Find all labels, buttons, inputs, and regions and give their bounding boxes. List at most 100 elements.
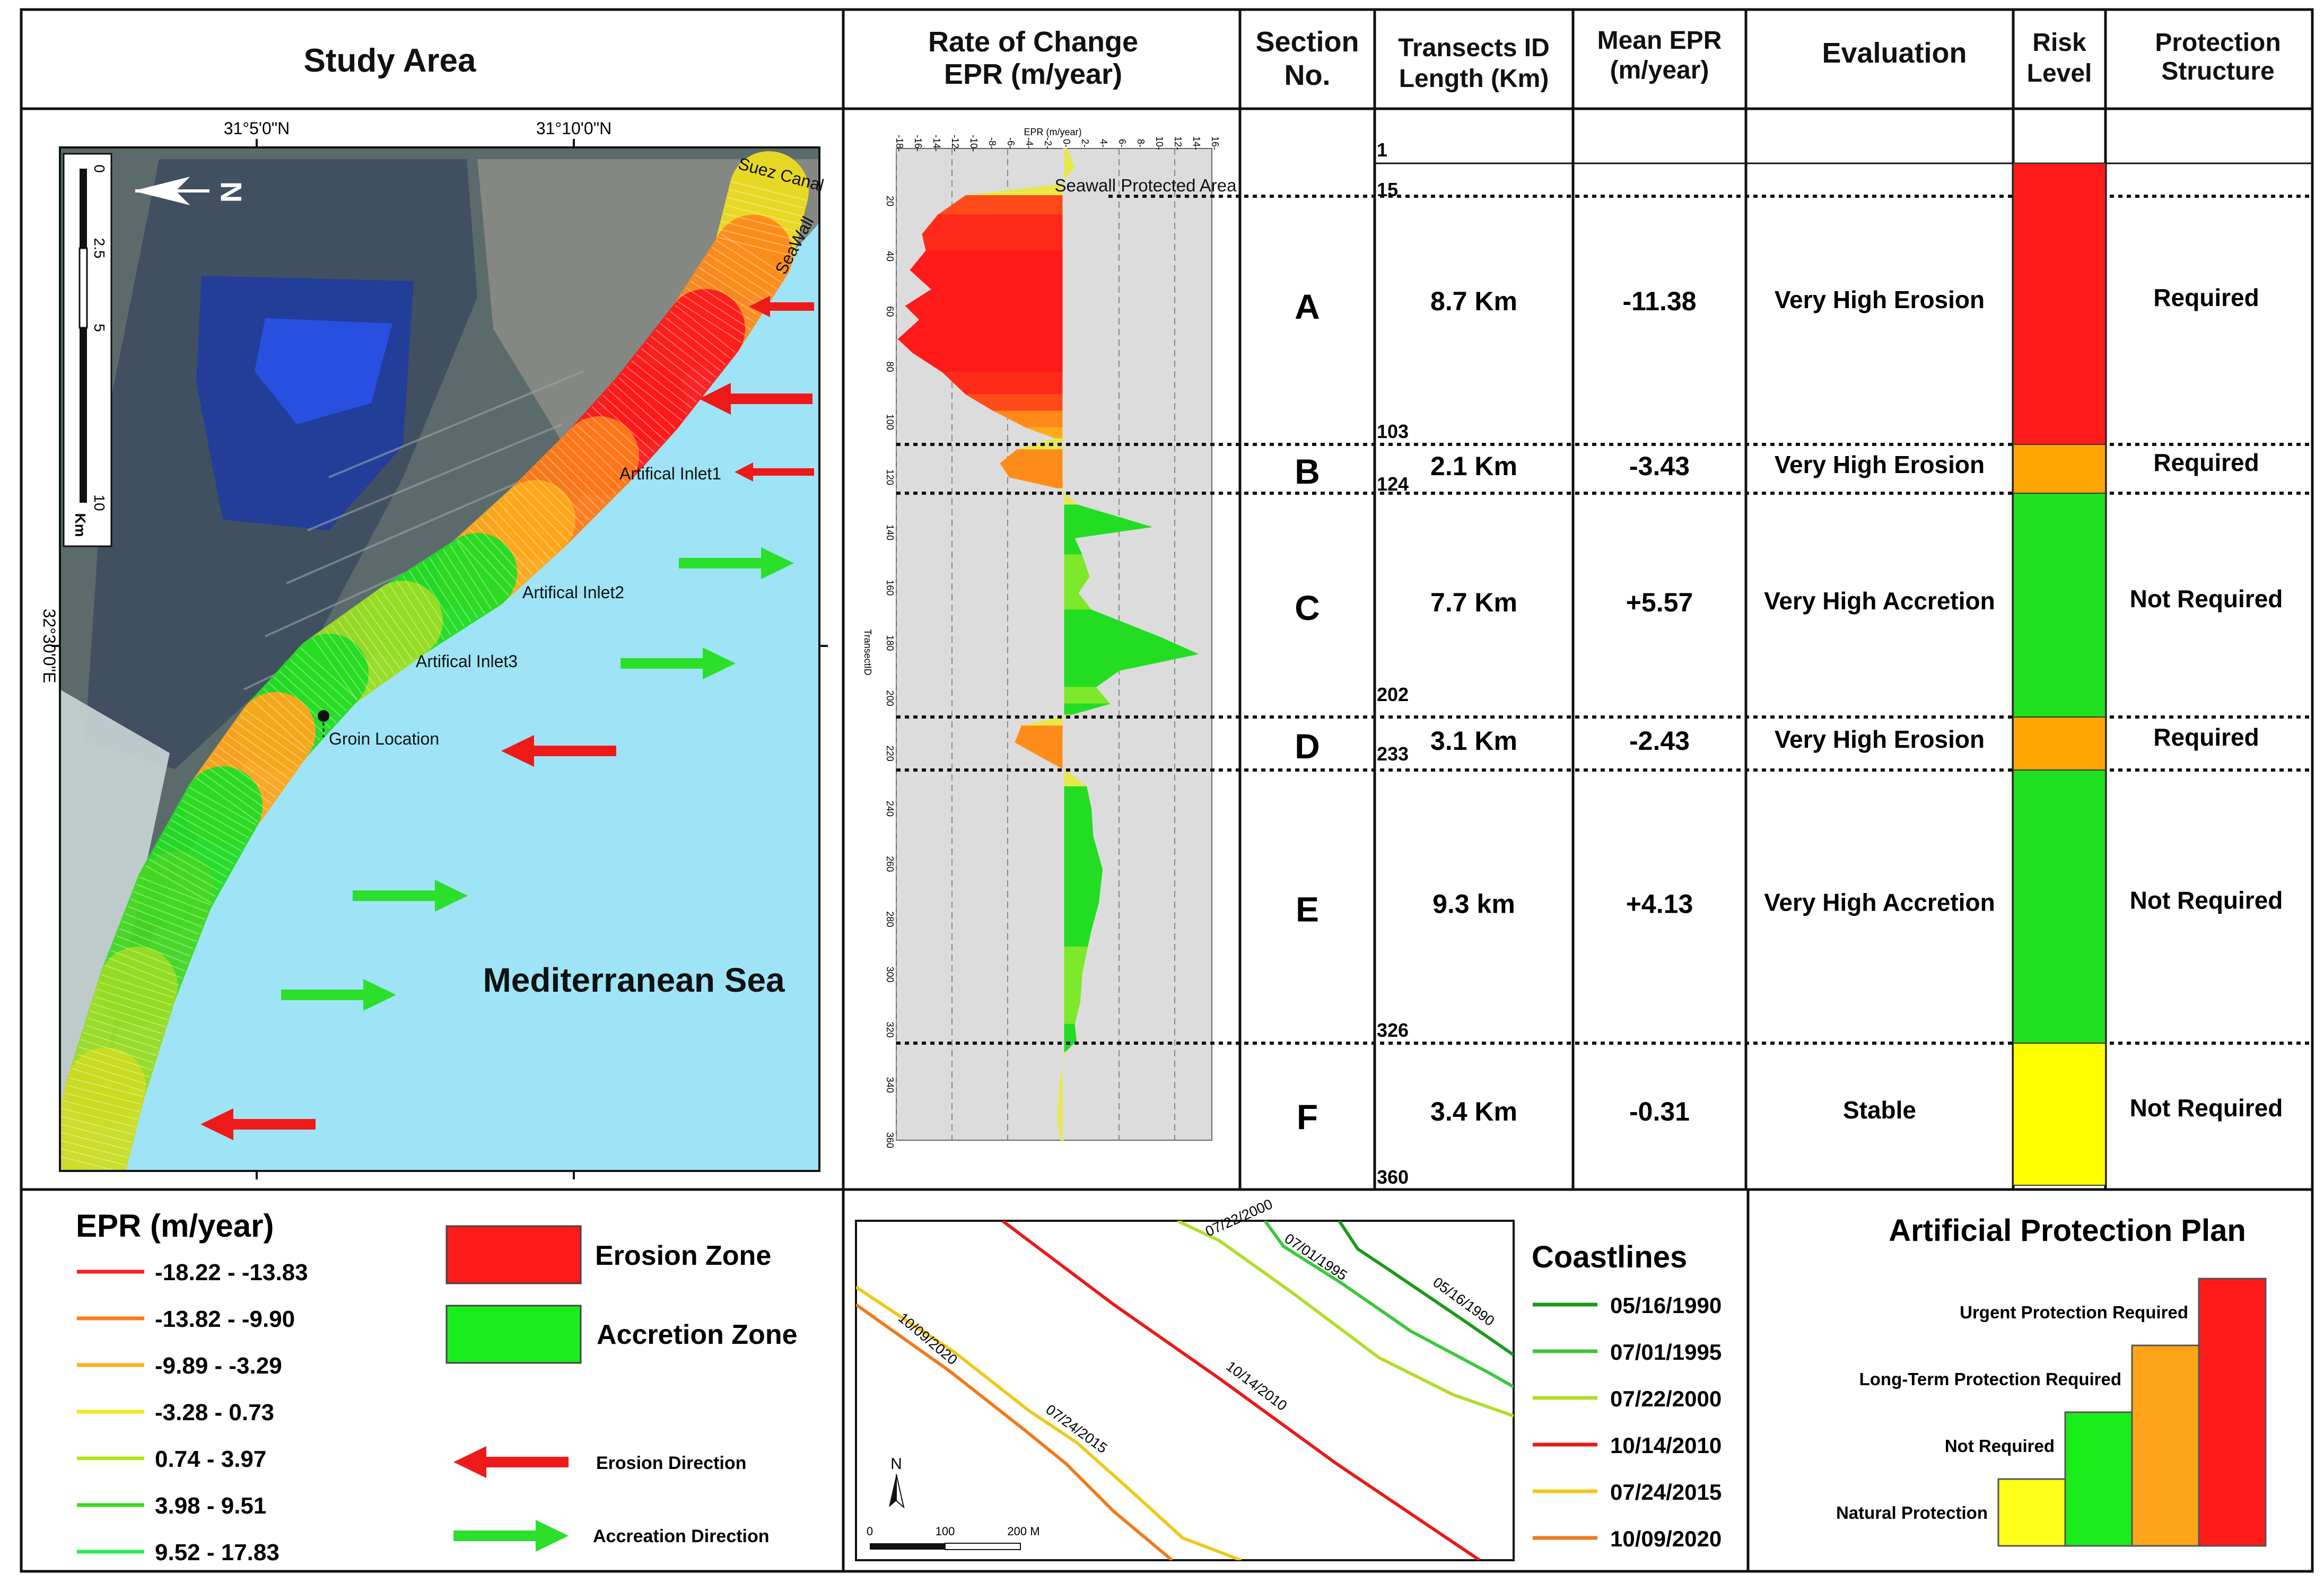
epr-profile-segment — [1063, 974, 1082, 1003]
transect-line — [217, 746, 281, 792]
epr-legend-label: 3.98 - 9.51 — [155, 1493, 266, 1519]
transect-line — [429, 557, 471, 623]
map-scale-bar: 0 2.5 5 10 Km — [63, 153, 112, 547]
transect-line — [675, 304, 736, 353]
first-transect-id: 1 — [1377, 139, 1387, 161]
section-mean-epr: -11.38 — [1622, 286, 1696, 316]
transect-line — [355, 607, 401, 670]
transect-line — [561, 439, 616, 494]
chart-y-tick: 360 — [885, 1132, 895, 1148]
transect-line — [139, 876, 211, 906]
transect-line — [613, 383, 671, 435]
section-protection: Required — [2153, 284, 2259, 311]
transect-line — [422, 562, 465, 627]
transect-line — [240, 715, 303, 761]
transect-line — [660, 323, 721, 372]
transect-line — [252, 699, 310, 753]
transect-line — [63, 1100, 138, 1120]
chart-x-tick: -4- — [1024, 137, 1035, 149]
section-evaluation: Stable — [1843, 1096, 1916, 1124]
transect-line — [690, 281, 755, 323]
chart-y-tick: 120 — [885, 469, 895, 485]
transect-boundary-label: 124 — [1377, 473, 1409, 495]
protection-plan: Artificial Protection Plan Natural Prote… — [1836, 1213, 2267, 1547]
chart-y-tick: 260 — [885, 856, 895, 872]
coastline-legend-label: 07/24/2015 — [1610, 1480, 1722, 1505]
erosion-direction-arrow-icon — [453, 1446, 569, 1478]
epr-profile-segment — [897, 338, 1064, 353]
transect-line — [641, 348, 702, 396]
transect-line — [78, 1046, 152, 1071]
transect-line — [72, 1068, 145, 1092]
inset-north-arrow-icon: N — [889, 1455, 905, 1509]
epr-profile-segment — [904, 289, 1064, 307]
header-protection-line2: Structure — [2161, 57, 2274, 85]
transect-line — [368, 598, 414, 661]
transect-line — [509, 491, 562, 548]
chart-x-tick: -14- — [931, 135, 942, 152]
transect-line — [650, 336, 712, 384]
section-protection: Not Required — [2130, 585, 2283, 613]
transect-line — [524, 476, 579, 531]
transect-line — [337, 620, 382, 683]
erosion-arrow — [501, 735, 616, 767]
transect-line — [113, 942, 186, 972]
transect-line — [97, 989, 170, 1013]
transect-line — [380, 589, 426, 652]
erosion-zone-label: Erosion Zone — [595, 1240, 771, 1271]
epr-profile-segment — [909, 269, 1064, 290]
section-id: C — [1295, 588, 1320, 627]
header-evaluation: Evaluation — [1822, 37, 1967, 69]
transect-boundary-label: 103 — [1377, 421, 1409, 442]
chart-x-tick: 8- — [1135, 139, 1146, 147]
transect-line — [436, 553, 478, 618]
transect-line — [90, 1010, 163, 1035]
direction-arrows — [200, 296, 814, 1140]
risk-level-cell — [2013, 163, 2106, 445]
transect-line — [656, 329, 717, 378]
transect-line — [67, 1085, 142, 1105]
transect-line — [61, 1107, 136, 1128]
chart-y-tick: 140 — [885, 524, 895, 540]
section-protection: Not Required — [2130, 1094, 2283, 1122]
transect-band — [60, 151, 809, 1171]
transect-line — [231, 728, 294, 773]
risk-level-cell — [2013, 493, 2106, 718]
transect-line — [409, 571, 451, 636]
transect-line — [171, 819, 238, 858]
transect-line — [720, 233, 786, 276]
erosion-zone-swatch — [445, 1225, 582, 1284]
transect-line — [60, 1140, 128, 1158]
transect-line — [295, 653, 352, 706]
transect-line — [222, 740, 285, 785]
transect-boundary-label: 326 — [1377, 1019, 1409, 1041]
transect-line — [395, 579, 438, 644]
transect-line — [602, 395, 660, 447]
transect-line — [519, 482, 574, 537]
transect-line — [728, 197, 802, 217]
transect-line — [127, 906, 199, 935]
transect-line — [108, 957, 180, 986]
section-protection: Required — [2153, 723, 2259, 751]
transect-line — [110, 950, 182, 979]
transect-line — [621, 373, 683, 421]
plan-step-label: Natural Protection — [1836, 1503, 1988, 1523]
transect-line — [474, 523, 527, 580]
transect-line — [60, 1131, 130, 1151]
transect-line — [136, 884, 208, 913]
transect-line — [374, 593, 420, 657]
transect-line — [116, 935, 188, 964]
transect-line — [122, 921, 194, 950]
transect-line — [572, 428, 627, 484]
section-id: F — [1297, 1097, 1318, 1136]
header-mean-line1: Mean EPR — [1597, 27, 1722, 55]
scale-tick-0: 0 — [91, 164, 108, 173]
chart-y-tick: 160 — [885, 580, 895, 596]
epr-legend-label: -9.89 - -3.29 — [155, 1353, 282, 1379]
transect-line — [101, 974, 174, 999]
transect-line — [551, 450, 606, 505]
section-id: B — [1295, 452, 1320, 491]
inset-scale-0: 0 — [867, 1525, 873, 1538]
chart-y-tick: 100 — [885, 414, 895, 430]
